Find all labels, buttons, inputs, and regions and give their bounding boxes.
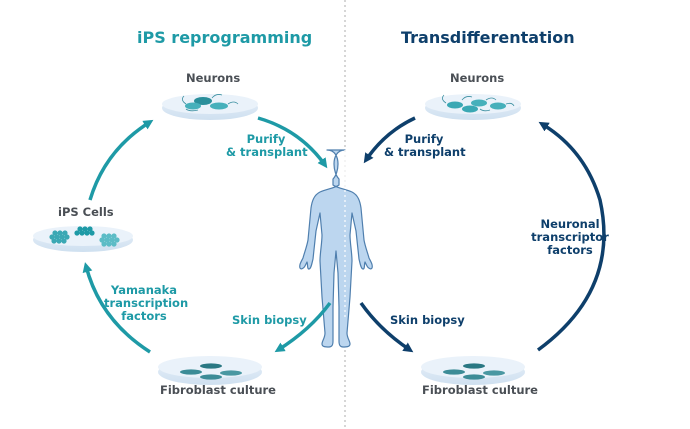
ips-cells-label: iPS Cells xyxy=(58,205,114,219)
arrow-neurons-to-body-left xyxy=(257,116,328,169)
yamanaka-line3: factors xyxy=(121,309,167,324)
right-neurons-dish xyxy=(425,94,521,120)
yamanaka-line2: transcription xyxy=(104,296,189,311)
human-body xyxy=(299,149,373,348)
arrow-fibroblast-to-ips xyxy=(82,262,151,354)
left-purify-line2: & transplant xyxy=(226,145,308,160)
left-skin-biopsy-label: Skin biopsy xyxy=(232,313,307,327)
arrow-fibroblast-to-neurons-right xyxy=(536,121,606,352)
left-purify-line1: Purify xyxy=(246,132,286,146)
arrow-body-to-fibroblast-right xyxy=(359,301,414,353)
right-skin-biopsy-label: Skin biopsy xyxy=(390,313,465,327)
left-fibroblast-label: Fibroblast culture xyxy=(160,383,276,397)
neuronal-line2: transcriptor xyxy=(531,230,609,245)
neuronal-line1: Neuronal xyxy=(540,217,600,231)
ips-cells-dish xyxy=(33,226,133,252)
arrow-neurons-to-body-right xyxy=(363,116,416,164)
yamanaka-line1: Yamanaka xyxy=(110,283,178,297)
arrow-ips-to-neurons xyxy=(88,119,154,201)
arrow-body-to-fibroblast-left xyxy=(274,301,332,353)
left-fibroblast-dish xyxy=(158,356,262,385)
left-purify-label: Purify & transplant xyxy=(226,132,308,160)
neuronal-line3: factors xyxy=(547,243,593,258)
yamanaka-label: Yamanaka transcription factors xyxy=(104,283,189,324)
left-panel-title: iPS reprogramming xyxy=(137,28,313,47)
neuronal-factors-label: Neuronal transcriptor factors xyxy=(530,217,610,258)
right-purify-line1: Purify xyxy=(404,132,444,146)
right-purify-label: Purify & transplant xyxy=(384,132,466,160)
left-neurons-label: Neurons xyxy=(186,71,241,85)
right-panel-title: Transdifferentation xyxy=(401,28,575,47)
right-purify-line2: & transplant xyxy=(384,145,466,160)
right-fibroblast-dish xyxy=(421,356,525,385)
left-neurons-dish xyxy=(162,94,258,120)
right-neurons-label: Neurons xyxy=(450,71,505,85)
right-fibroblast-label: Fibroblast culture xyxy=(422,383,538,397)
